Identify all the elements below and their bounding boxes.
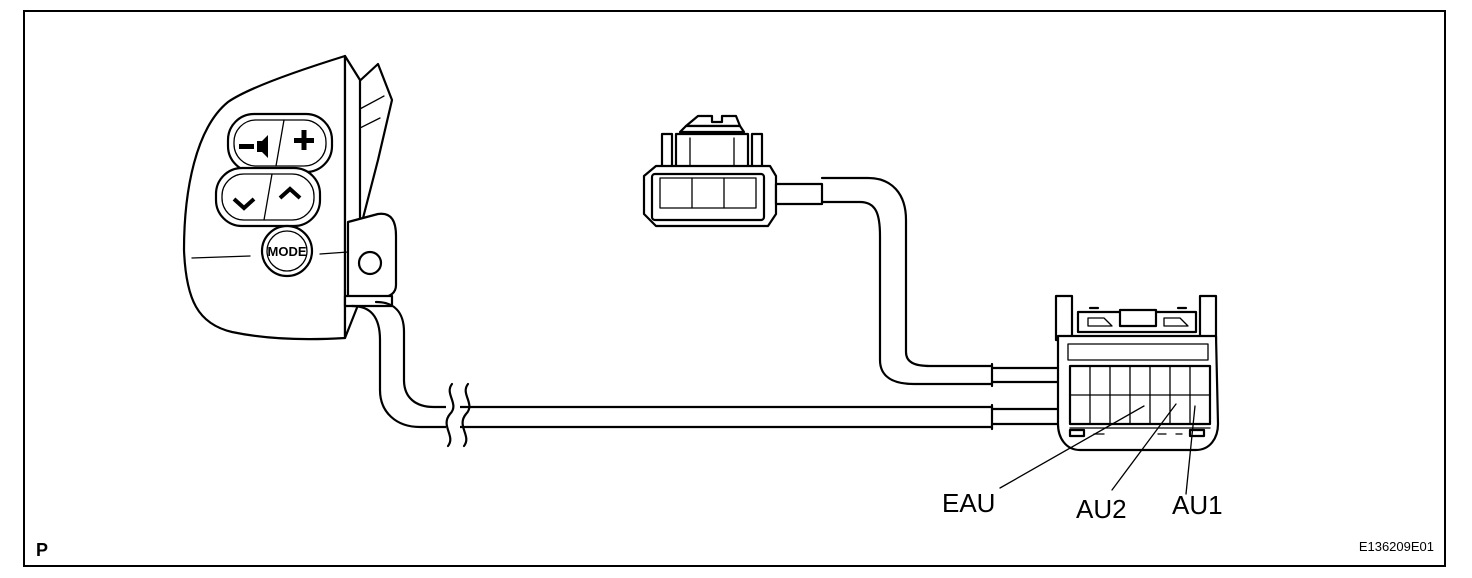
chevron-up-icon — [278, 186, 302, 200]
svg-text:MODE: MODE — [268, 244, 307, 259]
upper-connector — [642, 114, 824, 228]
mounting-hole — [357, 250, 383, 276]
label-au2: AU2 — [1076, 494, 1127, 524]
lower-harness-cable — [350, 300, 1060, 448]
eau-leader — [999, 405, 1145, 489]
seek-button[interactable] — [214, 166, 322, 228]
speaker-icon — [257, 135, 268, 158]
volume-button[interactable] — [226, 112, 334, 174]
minus-symbol — [239, 144, 254, 149]
label-eau: EAU — [942, 488, 995, 518]
mode-button[interactable]: MODE — [260, 224, 314, 278]
terminal-cavity-grid — [1069, 365, 1211, 425]
leader-lines — [999, 403, 1196, 495]
steering-pad-switch: MODE — [182, 54, 398, 341]
diagram-frame — [23, 10, 1446, 567]
corner-mark: P — [36, 540, 48, 560]
au1-leader — [1185, 405, 1196, 495]
chevron-down-icon — [232, 197, 256, 211]
label-au1: AU1 — [1172, 490, 1223, 520]
sub-harness-bend — [878, 338, 1060, 390]
au2-leader — [1111, 403, 1177, 491]
figure-code: E136209E01 — [1359, 539, 1434, 554]
main-connector — [1054, 294, 1220, 452]
